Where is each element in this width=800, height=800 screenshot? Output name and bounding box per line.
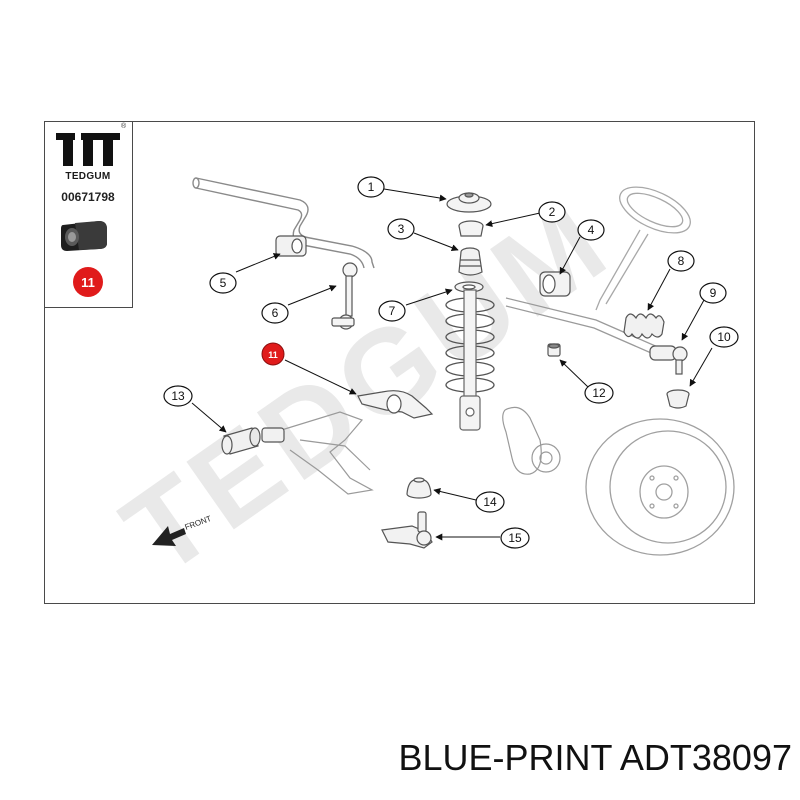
part-info-box: ® TEDGUM 00671798 11 [44,121,133,308]
stabilizer-bushing [275,235,307,257]
steering-knuckle [502,406,561,475]
ball-joint [381,511,433,549]
diagram-frame [44,121,755,604]
svg-text:9: 9 [710,286,717,300]
strut-bearing [458,220,484,237]
svg-text:15: 15 [508,531,522,545]
svg-text:6: 6 [272,306,279,320]
callout-3: 3 [387,218,415,240]
brand-name: TEDGUM [65,171,111,182]
bump-stop [458,247,483,276]
steering-boot [623,313,665,339]
callout-12: 12 [584,382,614,404]
svg-text:2: 2 [549,205,556,219]
callout-5: 5 [209,272,237,294]
lower-control-arm-bracket [357,390,434,419]
stabilizer-link [331,262,358,330]
part-number: 00671798 [61,190,115,204]
control-arm-bushing [221,427,285,455]
svg-text:11: 11 [81,275,95,290]
steering-rack [505,297,661,357]
svg-text:3: 3 [398,222,405,236]
callout-15: 15 [500,527,530,549]
callout-11-highlighted: 11 [261,342,285,366]
svg-text:10: 10 [717,330,731,344]
ball-joint-dust-cover [666,389,690,409]
callout-9: 9 [699,282,727,304]
callout-7: 7 [378,300,406,322]
wheel [585,418,735,556]
bushing-thumbnail-icon [61,221,107,251]
steering-column [595,186,691,311]
callout-leaders [191,188,713,541]
svg-text:12: 12 [592,386,606,400]
highlight-badge-icon: 11 [73,267,103,297]
small-bushing [547,343,561,357]
svg-text:8: 8 [678,254,685,268]
callout-2: 2 [538,201,566,223]
svg-text:13: 13 [171,389,185,403]
callout-6: 6 [261,302,289,324]
tie-rod-end [649,345,688,375]
strut-top-mount [446,192,492,213]
svg-text:4: 4 [588,223,595,237]
tedgum-logo-icon [56,133,120,166]
callout-4: 4 [577,219,605,241]
svg-text:1: 1 [368,180,375,194]
ball-joint-boot [406,477,432,499]
callout-14: 14 [475,491,505,513]
shock-absorber [459,289,481,431]
callout-13: 13 [163,385,193,407]
svg-text:5: 5 [220,276,227,290]
steering-rack-bushing [539,271,571,297]
registered-mark: ® [121,123,127,130]
lower-wishbone [261,411,374,495]
product-caption: BLUE-PRINT ADT38097 [398,737,792,778]
svg-text:11: 11 [268,350,278,360]
callout-10: 10 [709,326,739,348]
svg-text:7: 7 [389,304,396,318]
callout-1: 1 [357,176,385,198]
callout-8: 8 [667,250,695,272]
svg-text:14: 14 [483,495,497,509]
